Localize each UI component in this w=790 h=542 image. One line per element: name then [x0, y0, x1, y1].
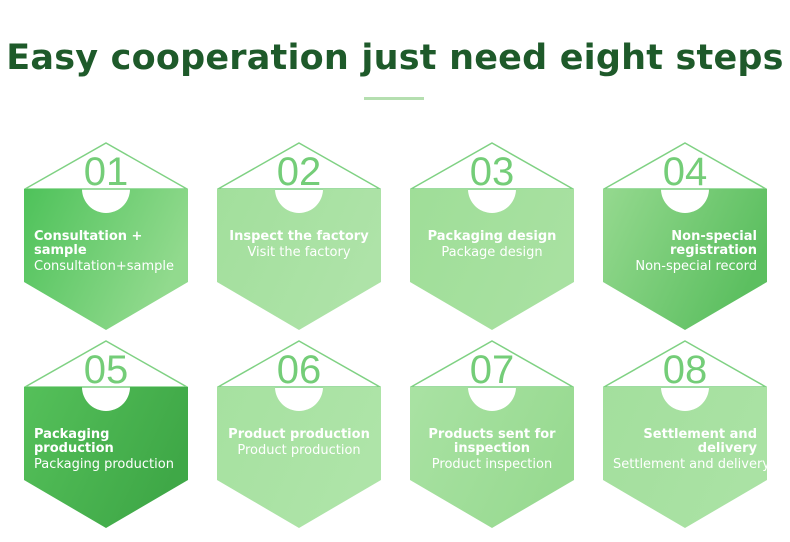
step-card-05: 05 Packaging production Packaging produc… — [24, 340, 188, 528]
step-title: Packaging design — [427, 229, 557, 244]
step-text: Non-special registration Non-special rec… — [613, 230, 757, 276]
step-title: Inspect the factory — [229, 229, 369, 244]
step-subtitle: Package design — [441, 245, 543, 260]
step-title: Packaging production — [34, 427, 114, 456]
step-subtitle: Non-special record — [635, 259, 757, 274]
step-number: 04 — [662, 150, 708, 194]
hexagon-shape — [410, 142, 574, 330]
hexagon-shape — [603, 340, 767, 528]
step-card-01: 01 Consultation + sample Consultation+sa… — [24, 142, 188, 330]
step-title: Non-special registration — [670, 229, 757, 258]
step-subtitle: Settlement and delivery — [613, 457, 770, 472]
step-subtitle: Product inspection — [431, 457, 553, 472]
step-card-06: 06 Product production Product production — [217, 340, 381, 528]
step-subtitle: Consultation+sample — [34, 259, 175, 274]
step-card-02: 02 Inspect the factory Visit the factory — [217, 142, 381, 330]
step-title: Products sent for inspection — [428, 427, 556, 456]
step-number: 01 — [83, 150, 129, 194]
step-number: 02 — [276, 150, 322, 194]
step-number: 06 — [276, 348, 322, 392]
page-title: Easy cooperation just need eight steps — [6, 38, 784, 78]
step-text: Packaging production Packaging productio… — [34, 428, 178, 474]
step-text: Consultation + sample Consultation+sampl… — [34, 230, 178, 276]
step-card-03: 03 Packaging design Package design — [410, 142, 574, 330]
step-subtitle: Visit the factory — [247, 245, 351, 260]
title-divider — [364, 97, 424, 100]
step-title: Product production — [228, 427, 370, 442]
step-text: Packaging design Package design — [420, 230, 564, 262]
step-card-07: 07 Products sent for inspection Product … — [410, 340, 574, 528]
hexagon-shape — [603, 142, 767, 330]
step-number: 08 — [662, 348, 708, 392]
hexagon-shape — [410, 340, 574, 528]
step-text: Settlement and delivery Settlement and d… — [613, 427, 770, 474]
step-text: Products sent for inspection Product ins… — [420, 428, 564, 474]
step-title: Settlement and delivery — [643, 427, 757, 456]
step-number: 03 — [469, 150, 515, 194]
hexagon-shape — [217, 142, 381, 330]
step-subtitle: Packaging production — [34, 457, 174, 472]
step-number: 07 — [469, 348, 515, 392]
step-text: Product production Product production — [227, 428, 371, 460]
hexagon-shape — [24, 142, 188, 330]
step-number: 05 — [83, 348, 129, 392]
step-card-08: 08 Settlement and delivery Settlement an… — [603, 340, 770, 528]
step-title: Consultation + sample — [34, 229, 143, 258]
hexagon-shape — [24, 340, 188, 528]
step-subtitle: Product production — [237, 443, 361, 458]
step-text: Inspect the factory Visit the factory — [227, 230, 371, 262]
hexagon-shape — [217, 340, 381, 528]
step-card-04: 04 Non-special registration Non-special … — [603, 142, 767, 330]
